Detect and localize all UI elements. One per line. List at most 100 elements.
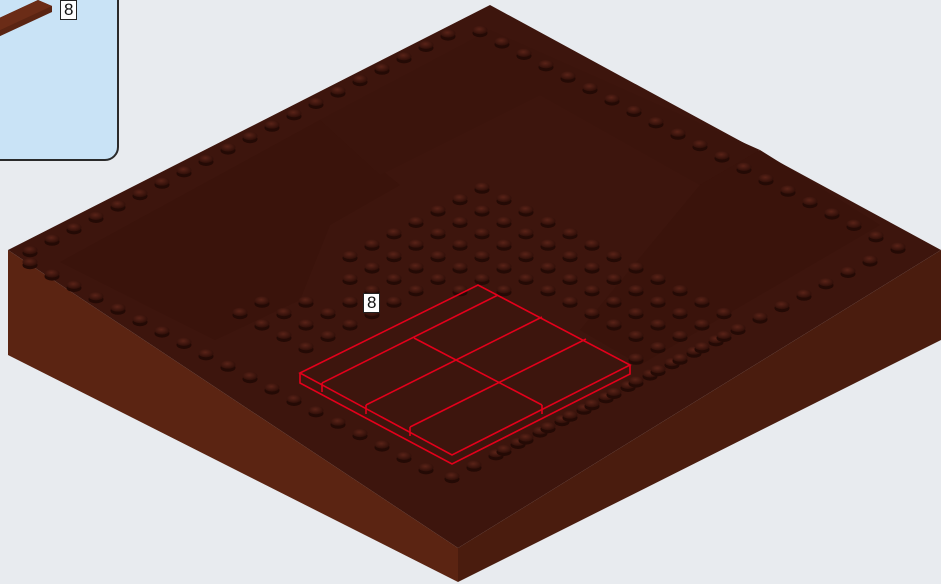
stud — [111, 200, 126, 211]
stud — [841, 267, 856, 278]
stud — [673, 308, 688, 319]
stud — [731, 324, 746, 335]
stud — [497, 239, 512, 250]
stud — [475, 228, 490, 239]
stud — [387, 274, 402, 285]
stud — [695, 296, 710, 307]
stud — [233, 308, 248, 319]
stud — [717, 331, 732, 342]
stud — [309, 406, 324, 417]
stud — [847, 220, 862, 231]
stud — [199, 155, 214, 166]
stud — [45, 234, 60, 245]
stud — [649, 117, 664, 128]
stud — [265, 120, 280, 131]
stud — [431, 205, 446, 216]
stud — [497, 194, 512, 205]
stud — [541, 217, 556, 228]
stud — [221, 360, 236, 371]
stud — [467, 460, 482, 471]
stud — [45, 269, 60, 280]
stud — [343, 296, 358, 307]
stud — [453, 217, 468, 228]
stud — [497, 217, 512, 228]
stud — [585, 239, 600, 250]
stud — [519, 274, 534, 285]
stud — [177, 338, 192, 349]
stud — [563, 251, 578, 262]
main-quantity-label: 8 — [363, 293, 380, 313]
stud — [497, 445, 512, 456]
stud — [629, 285, 644, 296]
stud — [23, 246, 38, 257]
stud — [419, 41, 434, 52]
stud — [629, 353, 644, 364]
stud — [133, 189, 148, 200]
stud — [89, 212, 104, 223]
stud — [475, 205, 490, 216]
stud — [445, 472, 460, 483]
stud — [629, 262, 644, 273]
callout-quantity-label: 8 — [60, 0, 77, 20]
stud — [441, 29, 456, 40]
stud — [453, 239, 468, 250]
stud — [497, 285, 512, 296]
stud — [825, 208, 840, 219]
stud — [177, 166, 192, 177]
stud — [863, 255, 878, 266]
stud — [629, 376, 644, 387]
stud — [651, 342, 666, 353]
stud — [409, 217, 424, 228]
stud — [111, 303, 126, 314]
stud — [243, 372, 258, 383]
stud — [673, 285, 688, 296]
stud — [519, 228, 534, 239]
stud — [759, 174, 774, 185]
stud — [585, 399, 600, 410]
stud — [287, 395, 302, 406]
stud — [419, 463, 434, 474]
stud — [541, 422, 556, 433]
stud — [715, 151, 730, 162]
stud — [671, 128, 686, 139]
stud — [299, 296, 314, 307]
stud — [651, 365, 666, 376]
stud — [541, 239, 556, 250]
stud — [693, 140, 708, 151]
stud — [695, 342, 710, 353]
stud — [199, 349, 214, 360]
stud — [365, 239, 380, 250]
stud — [753, 312, 768, 323]
stud — [265, 383, 280, 394]
stud — [353, 429, 368, 440]
stud — [343, 251, 358, 262]
stud — [475, 251, 490, 262]
stud — [431, 228, 446, 239]
stud — [277, 308, 292, 319]
stud — [321, 308, 336, 319]
stud — [331, 417, 346, 428]
stud — [781, 185, 796, 196]
stud — [737, 163, 752, 174]
stud — [387, 251, 402, 262]
stud — [475, 182, 490, 193]
callout-panel — [0, 0, 119, 161]
stud — [299, 342, 314, 353]
stud — [607, 274, 622, 285]
stud — [607, 388, 622, 399]
stud — [255, 296, 270, 307]
stud — [539, 60, 554, 71]
stud — [89, 292, 104, 303]
stud — [695, 319, 710, 330]
stud — [321, 331, 336, 342]
stud — [583, 83, 598, 94]
stud — [561, 71, 576, 82]
stud — [819, 278, 834, 289]
stud — [651, 274, 666, 285]
stud — [155, 326, 170, 337]
stud — [651, 319, 666, 330]
stud — [453, 262, 468, 273]
stud — [497, 262, 512, 273]
